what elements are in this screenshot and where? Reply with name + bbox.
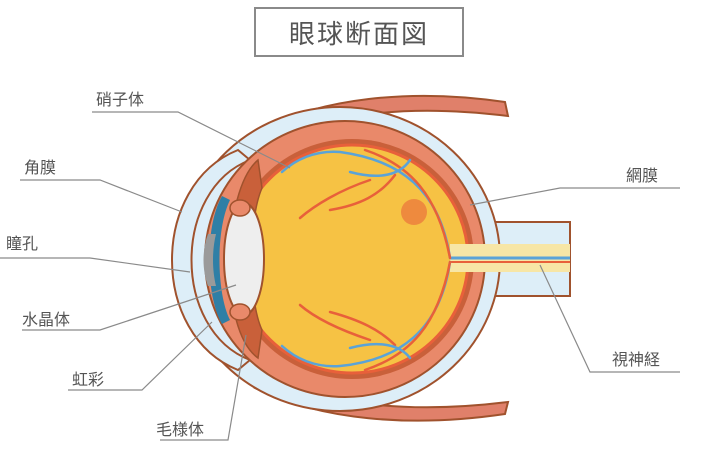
label-lens: 水晶体 bbox=[22, 310, 71, 329]
label-vitreous: 硝子体 bbox=[96, 90, 145, 109]
label-cornea: 角膜 bbox=[24, 158, 57, 177]
label-retina: 網膜 bbox=[626, 166, 659, 185]
retinal-vessels bbox=[280, 148, 452, 372]
label-pupil: 瞳孔 bbox=[6, 234, 39, 253]
diagram-title: 眼球断面図 bbox=[254, 7, 464, 57]
label-optic-nerve: 視神経 bbox=[612, 350, 661, 369]
pupil-shape bbox=[203, 234, 216, 286]
lens-shape bbox=[223, 202, 265, 316]
macula bbox=[401, 199, 427, 225]
cornea-shape bbox=[171, 148, 252, 372]
label-iris: 虹彩 bbox=[72, 370, 105, 389]
ciliary-bottom bbox=[229, 303, 251, 321]
label-ciliary: 毛様体 bbox=[156, 420, 205, 439]
leader-lines bbox=[0, 111, 680, 441]
ciliary-top bbox=[229, 199, 251, 217]
